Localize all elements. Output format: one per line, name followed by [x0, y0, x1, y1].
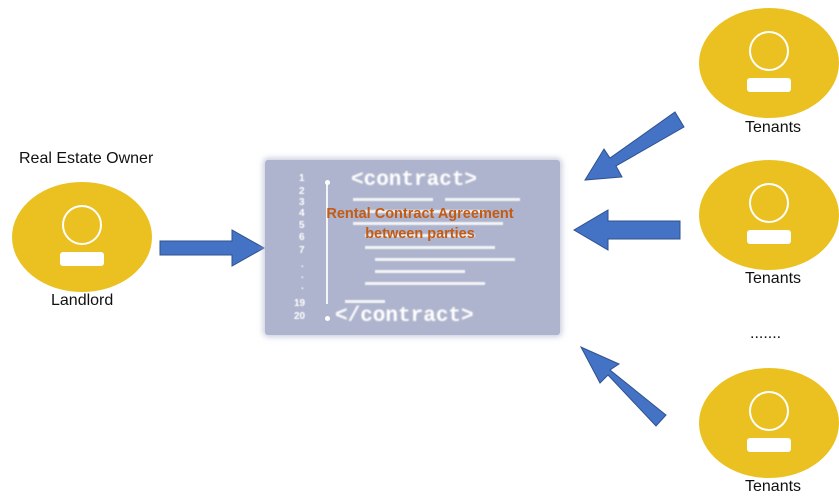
line-number: 5	[299, 220, 305, 231]
line-number: 6	[299, 232, 305, 243]
tenant-label: Tenants	[745, 119, 802, 136]
person-body-icon	[747, 438, 791, 452]
line-number: 3	[299, 197, 305, 208]
person-body-icon	[60, 252, 104, 266]
tenant-avatar	[699, 368, 839, 478]
code-line	[365, 210, 485, 213]
arrow-tenant1-to-contract	[584, 111, 685, 181]
line-number: 19	[294, 298, 306, 309]
bracket-dot	[325, 316, 330, 321]
person-head-icon	[749, 183, 789, 223]
landlord-avatar	[12, 182, 152, 292]
arrow-tenant2-to-contract	[573, 209, 681, 251]
bracket-line	[326, 184, 328, 304]
tenant-label: Tenants	[745, 478, 802, 495]
landlord-role-label: Real Estate Owner	[19, 150, 154, 167]
person-body-icon	[747, 78, 791, 92]
line-number: 7	[299, 245, 305, 256]
code-line	[365, 234, 475, 237]
contract-open-tag: <contract>	[351, 169, 478, 192]
person-head-icon	[62, 205, 102, 245]
person-head-icon	[749, 391, 789, 431]
line-number: 1	[299, 173, 305, 184]
person-body-icon	[747, 230, 791, 244]
landlord-name-label: Landlord	[51, 292, 114, 309]
contract-title: Rental Contract Agreement between partie…	[326, 206, 514, 242]
tenant-avatar	[699, 160, 839, 270]
code-line	[445, 198, 520, 201]
tenant-label: Tenants	[745, 270, 802, 287]
line-number: 20	[294, 311, 306, 322]
ellipsis: .......	[750, 325, 782, 342]
line-number: .	[301, 270, 304, 281]
bracket-dot	[325, 180, 330, 185]
code-line	[365, 282, 485, 285]
code-line	[365, 246, 495, 249]
code-line	[353, 222, 503, 225]
code-line	[353, 198, 433, 201]
line-number: .	[301, 259, 304, 270]
contract-document: 1 2 3 4 5 6 7 . . . 19 20 <contract> </c…	[265, 160, 560, 335]
line-number: 2	[299, 186, 305, 197]
arrow-tenant3-to-contract	[579, 345, 667, 427]
code-line	[375, 258, 515, 261]
arrow-landlord-to-contract	[159, 229, 266, 267]
tenant-avatar	[699, 8, 839, 118]
code-line	[375, 270, 465, 273]
contract-close-tag: </contract>	[335, 305, 474, 328]
code-line	[345, 300, 385, 303]
line-number: .	[301, 281, 304, 292]
person-head-icon	[749, 31, 789, 71]
line-number: 4	[299, 208, 305, 219]
